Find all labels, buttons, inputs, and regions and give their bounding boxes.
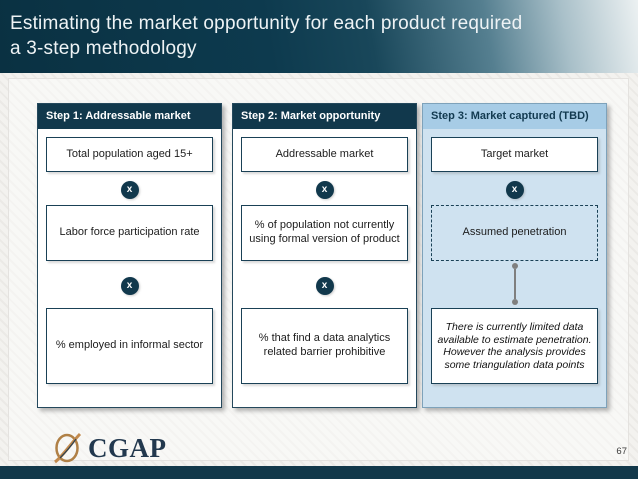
multiply-icon: x [120, 181, 139, 199]
connector-dot-top [511, 263, 518, 269]
step3-header: Step 3: Market captured (TBD) [423, 104, 606, 129]
slide-title-line1: Estimating the market opportunity for ea… [10, 13, 523, 34]
page-number: 67 [616, 446, 627, 457]
slide-title-line2: a 3-step methodology [10, 38, 197, 59]
connector-dot-bottom [511, 299, 518, 305]
connector-stem [513, 269, 516, 299]
step1-header: Step 1: Addressable market [38, 104, 221, 129]
multiply-icon: x [505, 181, 524, 199]
multiply-icon: x [315, 181, 334, 199]
step1-box-labor-force: Labor force participation rate [46, 205, 213, 261]
step1-box-informal-sector: % employed in informal sector [46, 308, 213, 384]
step2-card: Step 2: Market opportunity Addressable m… [232, 103, 417, 408]
connector-line [511, 263, 518, 305]
step3-note-limited-data: There is currently limited data availabl… [431, 308, 598, 384]
step2-header: Step 2: Market opportunity [233, 104, 416, 129]
step3-box-target-market: Target market [431, 137, 598, 172]
step1-box-total-population: Total population aged 15+ [46, 137, 213, 172]
slide-header-banner: Estimating the market opportunity for ea… [0, 0, 638, 73]
step3-card: Step 3: Market captured (TBD) Target mar… [422, 103, 607, 408]
step3-box-assumed-penetration: Assumed penetration [431, 205, 598, 261]
multiply-icon: x [315, 277, 334, 295]
cgap-logo-text: CGAP [88, 432, 167, 463]
cgap-logo: CGAP [50, 432, 167, 464]
footer-bar [0, 466, 638, 479]
slide-title: Estimating the market opportunity for ea… [10, 11, 522, 61]
multiply-icon: x [120, 277, 139, 295]
step1-card: Step 1: Addressable market Total populat… [37, 103, 222, 408]
step2-box-not-using-formal: % of population not currently using form… [241, 205, 408, 261]
step2-box-barrier-prohibitive: % that find a data analytics related bar… [241, 308, 408, 384]
cgap-logo-icon [54, 432, 82, 464]
step2-box-addressable-market: Addressable market [241, 137, 408, 172]
